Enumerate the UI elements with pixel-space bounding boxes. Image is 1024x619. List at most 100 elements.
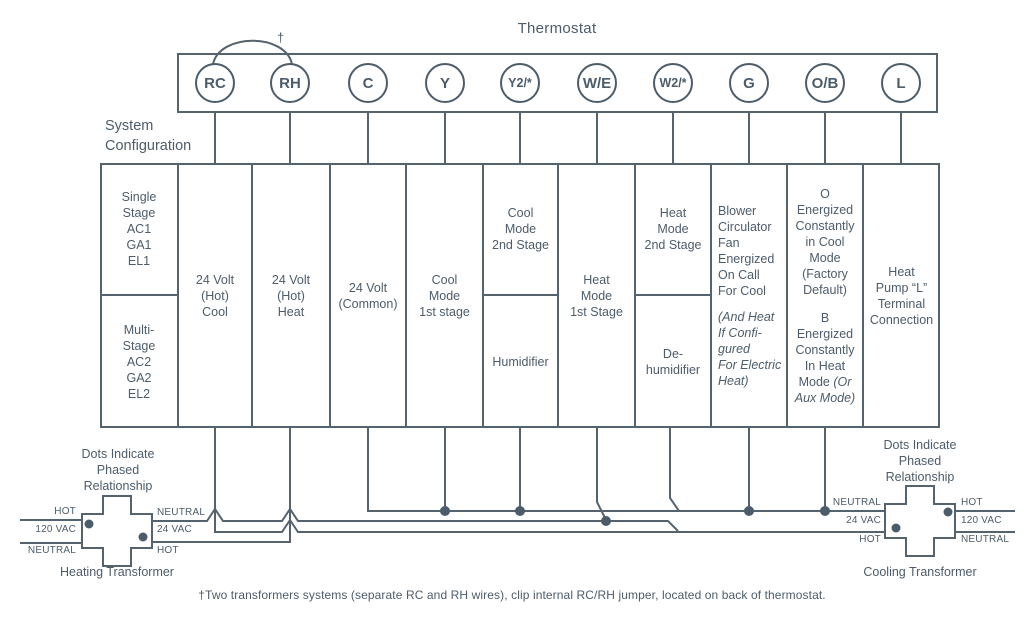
cooling-phase-dot-right bbox=[943, 507, 953, 517]
heating-transformer-symbol bbox=[81, 495, 153, 567]
we-drop-wire bbox=[596, 428, 607, 521]
multi-stage-text: Multi- Stage AC2 GA2 EL2 bbox=[122, 323, 156, 401]
cooling-phase-dot-left bbox=[891, 523, 901, 533]
cell-c-function: 24 Volt (Common) bbox=[330, 163, 406, 428]
l-function-text: Heat Pump “L” Terminal Connection bbox=[869, 264, 934, 327]
cell-single-stage: Single Stage AC1 GA1 EL1 bbox=[100, 163, 178, 294]
heating-right-top-label: NEUTRAL bbox=[157, 507, 206, 518]
rh-function-text: 24 Volt (Hot) Heat bbox=[271, 272, 311, 319]
y-function-text: Cool Mode 1st stage bbox=[419, 272, 470, 319]
cooling-right-bottom-label: NEUTRAL bbox=[961, 534, 1010, 545]
cell-y-function: Cool Mode 1st stage bbox=[406, 163, 483, 428]
terminal-rh: RH bbox=[270, 63, 310, 103]
ob-junction-dot bbox=[820, 506, 830, 516]
w2-cell-divider bbox=[634, 294, 712, 296]
g-junction-dot bbox=[744, 506, 754, 516]
terminal-rc: RC bbox=[195, 63, 235, 103]
heating-right-bottom-label: HOT bbox=[157, 545, 179, 556]
column-divider bbox=[329, 163, 331, 428]
rc-function-text: 24 Volt (Hot) Cool bbox=[195, 272, 235, 319]
terminal-strip bbox=[177, 53, 938, 113]
terminal-c-label: C bbox=[362, 74, 374, 92]
cell-we-function: Heat Mode 1st Stage bbox=[558, 163, 635, 428]
heating-primary-wires bbox=[20, 519, 82, 544]
y2-cell-divider bbox=[482, 294, 559, 296]
cooling-phase-note: Dots Indicate Phased Relationship bbox=[883, 438, 957, 484]
cell-l-function: Heat Pump “L” Terminal Connection bbox=[863, 163, 940, 428]
terminal-w2: W2/* bbox=[653, 63, 693, 103]
w2-drop-wire bbox=[669, 428, 680, 512]
cooling-left-top-label: NEUTRAL bbox=[832, 497, 881, 508]
system-configuration-label: System Configuration bbox=[105, 118, 192, 154]
terminal-g: G bbox=[729, 63, 769, 103]
cell-multi-stage: Multi- Stage AC2 GA2 EL2 bbox=[100, 296, 178, 428]
terminal-y2-label: Y2/* bbox=[508, 76, 532, 90]
column-divider bbox=[862, 163, 864, 428]
terminal-y-label: Y bbox=[439, 74, 450, 92]
cell-ob-function: O Energized Constantly in Cool Mode (Fac… bbox=[787, 163, 863, 428]
ob-b-text: B Energized Constantly In Heat Mode (Or … bbox=[795, 310, 855, 406]
cooling-left-mid-label: 24 VAC bbox=[846, 515, 881, 526]
heating-neutral-bus-wire bbox=[152, 507, 679, 532]
diagram-title: Thermostat bbox=[517, 20, 597, 37]
column-divider bbox=[786, 163, 788, 428]
g-function-note-text: (And Heat If Confi- gured For Electric H… bbox=[718, 309, 782, 388]
terminal-l: L bbox=[881, 63, 921, 103]
cooling-left-bottom-label: HOT bbox=[859, 534, 881, 545]
cell-w2-function: Heat Mode 2nd Stage bbox=[635, 163, 711, 294]
single-stage-text: Single Stage AC1 GA1 EL1 bbox=[121, 189, 157, 268]
humidifier-text: Humidifier bbox=[492, 355, 549, 369]
terminal-y: Y bbox=[425, 63, 465, 103]
rh-heating-hot-wire bbox=[152, 428, 291, 543]
cooling-right-top-label: HOT bbox=[961, 497, 983, 508]
w2-function-text: Heat Mode 2nd Stage bbox=[644, 205, 702, 252]
cell-humidifier: Humidifier bbox=[483, 296, 558, 428]
terminal-ob-label: O/B bbox=[811, 74, 839, 92]
terminal-g-label: G bbox=[743, 74, 755, 92]
column-divider bbox=[405, 163, 407, 428]
heating-transformer-caption: Heating Transformer bbox=[60, 565, 174, 579]
heating-right-mid-label: 24 VAC bbox=[157, 524, 192, 535]
terminal-y2: Y2/* bbox=[500, 63, 540, 103]
common-neutral-bus-wire bbox=[367, 428, 885, 512]
terminal-connector-wires bbox=[214, 113, 902, 163]
column-divider bbox=[251, 163, 253, 428]
ob-o-text: O Energized Constantly in Cool Mode (Fac… bbox=[795, 186, 855, 297]
terminal-rh-label: RH bbox=[279, 74, 301, 92]
y2-function-text: Cool Mode 2nd Stage bbox=[492, 205, 549, 252]
stage-cell-divider bbox=[100, 294, 179, 296]
cell-rc-function: 24 Volt (Hot) Cool bbox=[178, 163, 252, 428]
cooling-right-mid-label: 120 VAC bbox=[961, 515, 1002, 526]
c-function-text: 24 Volt (Common) bbox=[338, 280, 398, 311]
heating-left-mid-label: 120 VAC bbox=[35, 524, 76, 535]
heating-left-bottom-label: NEUTRAL bbox=[27, 545, 76, 556]
jumper-dagger-mark: † bbox=[277, 30, 285, 45]
heating-phase-dot-left bbox=[84, 519, 94, 529]
y2-junction-dot bbox=[515, 506, 525, 516]
terminal-l-label: L bbox=[896, 74, 906, 92]
cell-y2-function: Cool Mode 2nd Stage bbox=[483, 163, 558, 294]
we-junction-dot bbox=[601, 516, 611, 526]
ob-b-italic-text: (Or Aux Mode) bbox=[794, 374, 856, 405]
terminal-we: W/E bbox=[577, 63, 617, 103]
heating-phase-dot-right bbox=[138, 532, 148, 542]
rc-cooling-hot-wire bbox=[214, 428, 885, 533]
terminal-c: C bbox=[348, 63, 388, 103]
heating-left-top-label: HOT bbox=[54, 506, 76, 517]
heating-phase-note: Dots Indicate Phased Relationship bbox=[81, 447, 155, 493]
cooling-transformer-caption: Cooling Transformer bbox=[863, 565, 977, 579]
terminal-rc-label: RC bbox=[204, 74, 226, 92]
terminal-we-label: W/E bbox=[582, 74, 612, 92]
we-function-text: Heat Mode 1st Stage bbox=[570, 272, 623, 319]
terminal-ob: O/B bbox=[805, 63, 845, 103]
cooling-primary-wires bbox=[955, 510, 1015, 533]
cooling-transformer-symbol bbox=[884, 485, 956, 557]
dehumidifier-text: De- humidifier bbox=[645, 347, 701, 377]
y-junction-dot bbox=[440, 506, 450, 516]
cell-rh-function: 24 Volt (Hot) Heat bbox=[252, 163, 330, 428]
footnote: †Two transformers systems (separate RC a… bbox=[198, 588, 826, 602]
cell-dehumidifier: De- humidifier bbox=[635, 296, 711, 428]
cell-g-function: Blower Circulator Fan Energized On Call … bbox=[711, 163, 787, 428]
